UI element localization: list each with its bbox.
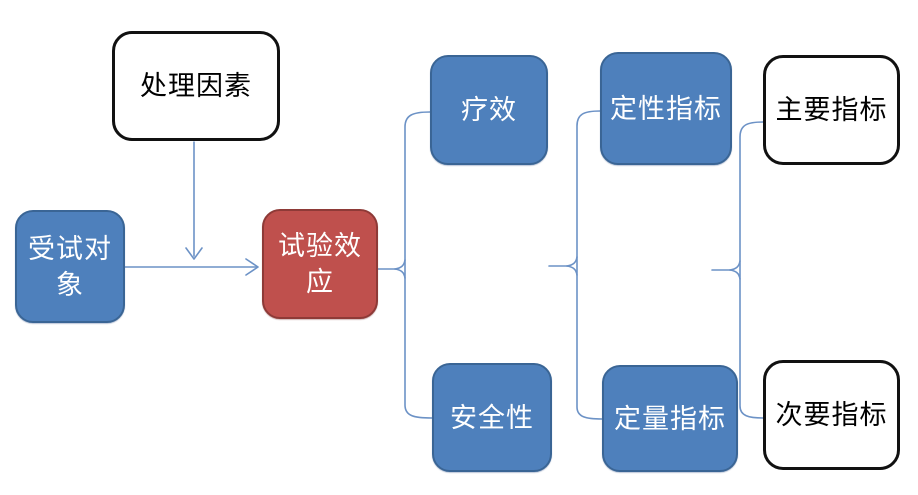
- node-secondary-indicator: 次要指标: [763, 360, 900, 470]
- brace-indicator-type-split: [548, 110, 603, 420]
- node-efficacy-label: 疗效: [461, 95, 517, 125]
- brace-trial-effect-split: [377, 111, 433, 419]
- node-quantitative-indicator: 定量指标: [602, 365, 738, 472]
- node-qualitative-indicator: 定性指标: [600, 52, 732, 165]
- arrow-treatment-factor-down: [185, 141, 203, 260]
- node-trial-effect-label: 试验效应: [278, 231, 362, 297]
- node-efficacy: 疗效: [430, 55, 548, 165]
- node-primary-indicator: 主要指标: [763, 55, 900, 165]
- brace-indicator-priority-split: [711, 121, 764, 419]
- arrow-subject-to-trial-effect: [124, 258, 259, 276]
- node-treatment-factor: 处理因素: [112, 31, 280, 141]
- node-trial-effect: 试验效应: [262, 209, 378, 319]
- node-safety-label: 安全性: [450, 402, 534, 433]
- node-treatment-factor-label: 处理因素: [140, 71, 252, 101]
- node-safety: 安全性: [432, 363, 552, 472]
- node-primary-indicator-label: 主要指标: [775, 95, 888, 125]
- node-subject: 受试对象: [15, 210, 125, 323]
- node-quantitative-indicator-label: 定量指标: [614, 403, 726, 434]
- node-qualitative-indicator-label: 定性指标: [610, 93, 722, 124]
- node-secondary-indicator-label: 次要指标: [775, 400, 888, 430]
- node-subject-label: 受试对象: [28, 233, 112, 300]
